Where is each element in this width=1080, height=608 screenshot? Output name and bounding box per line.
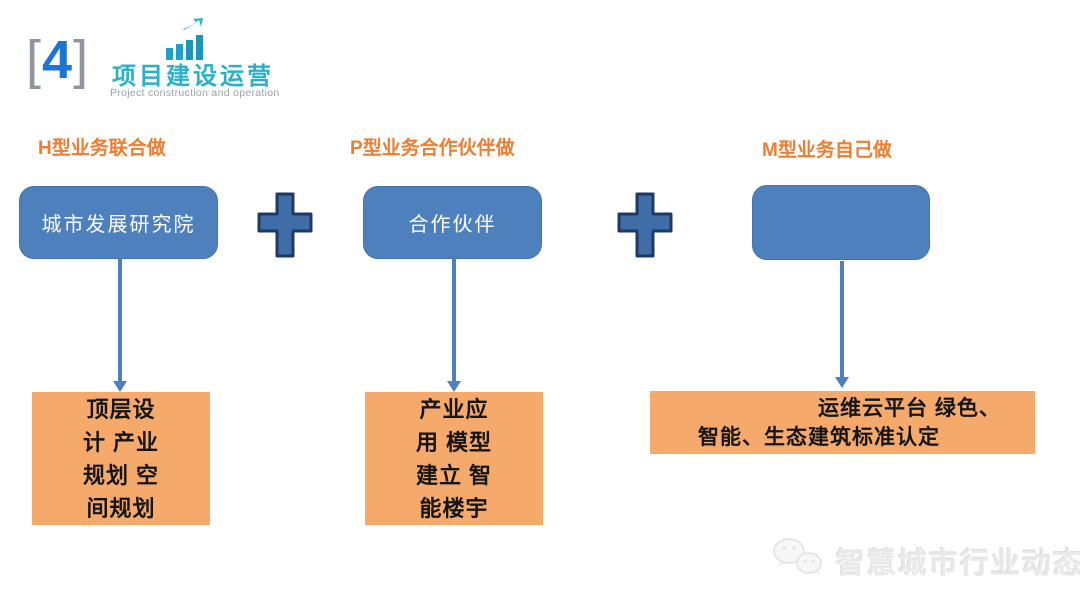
arrow-line: [840, 261, 844, 379]
result-line: 智能、生态建筑标准认定: [698, 426, 940, 449]
watermark-text: 智慧城市行业动态: [836, 547, 1080, 580]
page-title: 项目建设运营: [112, 63, 274, 90]
result-line: 计 产业: [82, 430, 160, 455]
arrow-line: [118, 258, 122, 383]
result-box-industry-application: 产业应 用 模型 建立 智 能楼宇: [365, 392, 543, 525]
result-line: 产业应: [419, 397, 489, 422]
arrow-head-icon: [835, 377, 849, 388]
slide-number-digit: 4: [42, 30, 74, 90]
slide-number: [4]: [26, 30, 89, 90]
column-heading-p-business: P型业务合作伙伴做: [350, 138, 515, 159]
wechat-icon: [772, 536, 828, 585]
plus-icon: [616, 191, 674, 264]
arrow-line: [452, 258, 456, 383]
result-line: 用 模型: [415, 430, 493, 455]
result-box-top-level-design: 顶层设 计 产业 规划 空 间规划: [32, 392, 210, 525]
result-box-ops-cloud-platform: 运维云平台 绿色、 智能、生态建筑标准认定: [650, 391, 1035, 454]
down-arrow-connector: [835, 261, 849, 388]
source-box-empty: [752, 185, 930, 260]
result-line: 间规划: [86, 496, 156, 521]
source-box-label: 合作伙伴: [408, 214, 497, 236]
arrow-head-icon: [447, 381, 461, 392]
page-subtitle: Project construction and operation: [110, 87, 280, 99]
result-line: 顶层设: [86, 397, 156, 422]
source-box-city-research-institute: 城市发展研究院: [19, 186, 218, 259]
down-arrow-connector: [113, 258, 127, 392]
watermark: 智慧城市行业动态: [772, 536, 1080, 585]
result-line: 建立 智: [415, 463, 493, 488]
plus-icon: [256, 191, 314, 264]
result-line: 运维云平台 绿色、: [818, 397, 1001, 420]
column-heading-m-business: M型业务自己做: [762, 140, 892, 161]
column-heading-h-business: H型业务联合做: [38, 138, 166, 159]
source-box-partners: 合作伙伴: [363, 186, 542, 259]
source-box-label: 城市发展研究院: [41, 214, 196, 236]
slide-number-bracket-close: ]: [73, 30, 90, 90]
slide-number-bracket-open: [: [26, 30, 43, 90]
result-line: 规划 空: [82, 463, 160, 488]
down-arrow-connector: [447, 258, 461, 392]
arrow-head-icon: [113, 381, 127, 392]
result-line: 能楼宇: [419, 496, 489, 521]
bar-chart-growth-icon: [160, 18, 208, 69]
